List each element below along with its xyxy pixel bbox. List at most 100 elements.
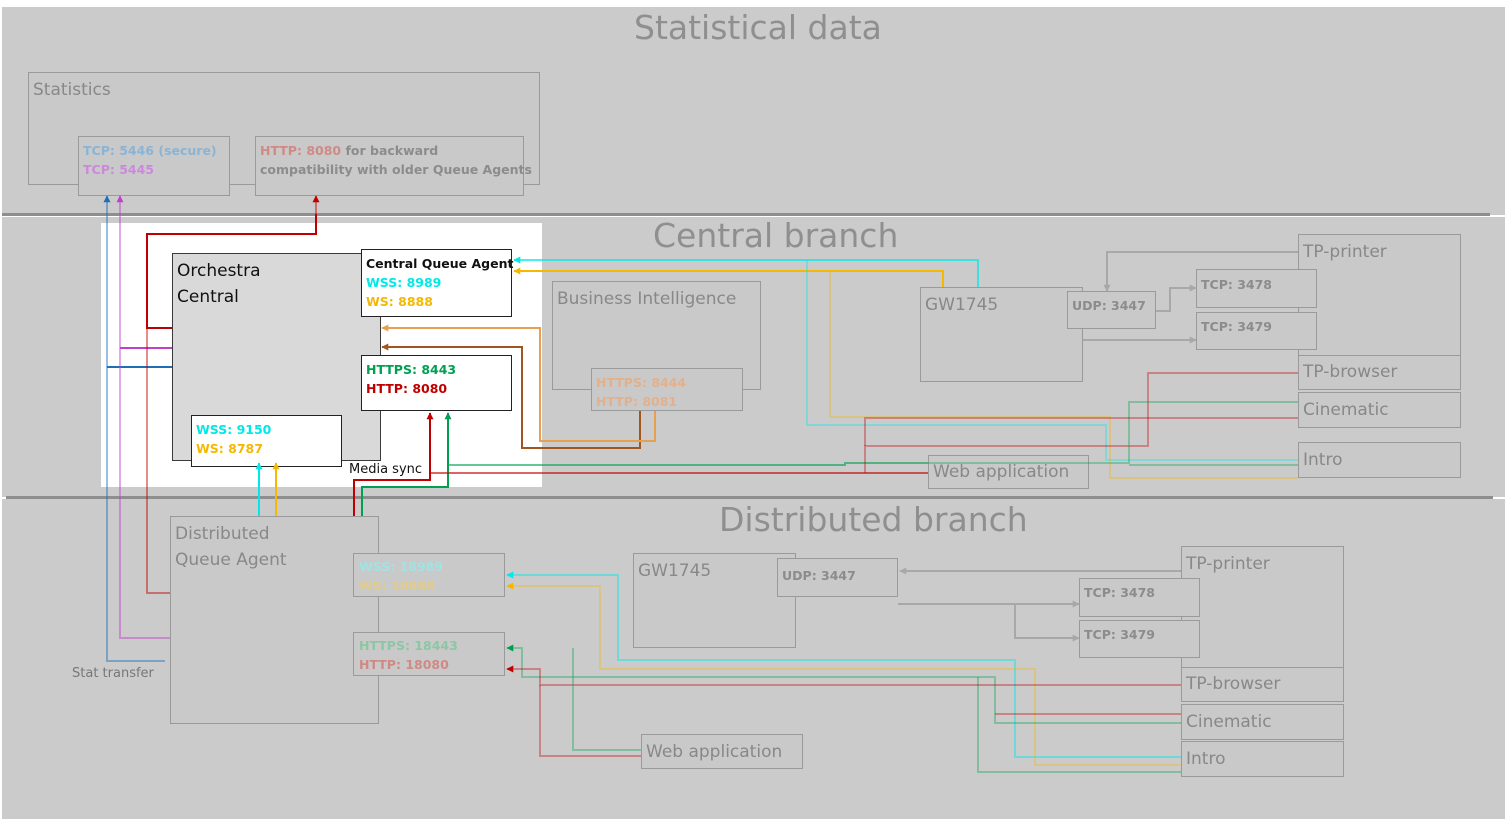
central-tp-browser-title: TP-browser bbox=[1303, 362, 1398, 382]
business-intelligence-title: Business Intelligence bbox=[557, 289, 737, 309]
distributed-tcp-3478-box bbox=[1079, 578, 1200, 617]
grey-dist-tcp-3479-connection bbox=[1014, 604, 1080, 642]
green-dqa-https-connection bbox=[506, 644, 1181, 724]
distributed-https-port: HTTPS: 18443 bbox=[359, 638, 458, 653]
green-cinematic-connection bbox=[928, 401, 1298, 464]
distributed-gw1745-title: GW1745 bbox=[638, 561, 712, 581]
central-queue-agent-title: Central Queue Agent bbox=[366, 256, 514, 271]
central-ws-port: WS: 8787 bbox=[196, 441, 263, 456]
red-tp-browser-connection bbox=[864, 372, 1298, 473]
business-intelligence-port-box bbox=[591, 368, 743, 411]
orange-bi-connection bbox=[381, 324, 656, 442]
distributed-queue-agent-title-line-1: Distributed bbox=[175, 524, 270, 544]
distributed-wss-port-box bbox=[353, 553, 505, 597]
central-cinematic-box bbox=[1298, 392, 1461, 428]
distributed-zone-title: Distributed branch bbox=[719, 500, 1028, 539]
green-media-sync-connection bbox=[361, 412, 452, 516]
central-zone-title: Central branch bbox=[653, 216, 899, 255]
distributed-udp-port: UDP: 3447 bbox=[782, 568, 856, 583]
distributed-tp-browser-title: TP-browser bbox=[1186, 674, 1281, 694]
distributed-cinematic-title: Cinematic bbox=[1186, 712, 1272, 732]
central-tp-printer-title: TP-printer bbox=[1303, 242, 1387, 262]
gold-dqa-ws-connection bbox=[506, 582, 1181, 766]
distributed-web-application-title: Web application bbox=[646, 742, 783, 762]
statistics-http-port: HTTP: 8080 bbox=[260, 143, 342, 158]
distributed-https-port-box bbox=[353, 632, 505, 676]
central-wss-port-box bbox=[191, 415, 342, 467]
central-gw1745-box bbox=[920, 287, 1083, 382]
central-tcp-3478-port: TCP: 3478 bbox=[1201, 277, 1273, 292]
orchestra-central-title: Orchestra Central bbox=[177, 258, 261, 310]
grey-udp-connection bbox=[1103, 251, 1298, 292]
green-webapp-connection bbox=[448, 462, 928, 466]
media-sync-label: Media sync bbox=[349, 462, 423, 477]
central-queue-agent-box bbox=[361, 249, 512, 317]
distributed-udp-port-box bbox=[777, 558, 898, 597]
red-dqa-http-connection bbox=[506, 665, 1181, 686]
zone-divider bbox=[6, 496, 1493, 499]
distributed-intro-box bbox=[1181, 741, 1344, 777]
central-gw1745-title: GW1745 bbox=[925, 295, 999, 315]
distributed-tcp-3479-port: TCP: 3479 bbox=[1084, 627, 1156, 642]
green-webapp-https-connection bbox=[572, 648, 641, 751]
red-central-stat-connection bbox=[146, 214, 317, 329]
purple-stat-connection bbox=[116, 195, 170, 639]
brown-bi-connection bbox=[381, 343, 641, 449]
distributed-intro-title: Intro bbox=[1186, 749, 1226, 769]
distributed-queue-agent-title: Distributed Queue Agent bbox=[175, 521, 287, 573]
blue-stat-connection bbox=[103, 195, 165, 662]
central-https-port-box bbox=[361, 355, 512, 411]
green-intro-https-connection bbox=[977, 677, 1181, 773]
statistics-title: Statistics bbox=[33, 80, 111, 100]
distributed-web-application-box bbox=[641, 734, 803, 769]
stat-transfer-label: Stat transfer bbox=[72, 666, 154, 681]
central-cinematic-title: Cinematic bbox=[1303, 400, 1389, 420]
distributed-queue-agent-box bbox=[170, 516, 379, 724]
central-tp-browser-box bbox=[1298, 355, 1461, 390]
central-tcp-3479-port: TCP: 3479 bbox=[1201, 319, 1273, 334]
central-web-application-box bbox=[928, 455, 1089, 489]
statistics-http-note: for backward bbox=[345, 143, 439, 158]
cyan-tp-cqa-connection bbox=[806, 260, 1298, 461]
central-wss-port: WSS: 9150 bbox=[196, 422, 272, 437]
central-queue-agent-ws-port: WS: 8888 bbox=[366, 294, 433, 309]
orchestra-central-title-line-2: Central bbox=[177, 287, 239, 307]
distributed-gw1745-box bbox=[633, 553, 796, 648]
central-http-port: HTTP: 8080 bbox=[366, 381, 448, 396]
distributed-wss-port: WSS: 18989 bbox=[359, 559, 444, 574]
distributed-tp-printer-box bbox=[1181, 546, 1344, 668]
distributed-tcp-3479-box bbox=[1079, 620, 1200, 658]
red-stat-connection bbox=[146, 195, 320, 594]
central-queue-agent-wss-port: WSS: 8989 bbox=[366, 275, 442, 290]
cyan-cqa-connection bbox=[513, 256, 979, 287]
zone-divider bbox=[2, 213, 1490, 216]
statistics-tcp-port-box bbox=[78, 136, 230, 196]
statistics-http-note-2: compatibility with older Queue Agents bbox=[260, 162, 532, 177]
distributed-tp-printer-title: TP-printer bbox=[1186, 554, 1270, 574]
statistics-tcp-port: TCP: 5445 bbox=[83, 162, 155, 177]
red-media-sync-connection bbox=[353, 412, 434, 516]
gold-cqa-connection bbox=[513, 267, 944, 287]
grey-tcp-3478-connection bbox=[1156, 284, 1197, 312]
distributed-http-port: HTTP: 18080 bbox=[359, 657, 449, 672]
statistical-zone-title: Statistical data bbox=[634, 8, 882, 47]
gold-tp-cqa-connection bbox=[829, 271, 1298, 479]
distributed-ws-port: WS: 18888 bbox=[359, 578, 435, 593]
central-intro-box bbox=[1298, 442, 1461, 478]
distributed-queue-agent-title-line-2: Queue Agent bbox=[175, 550, 287, 570]
central-udp-port-box bbox=[1067, 291, 1156, 329]
cyan-dqa-ws-connection bbox=[506, 571, 1181, 758]
business-intelligence-http-port: HTTP: 8081 bbox=[596, 394, 678, 409]
distributed-cinematic-box bbox=[1181, 704, 1344, 740]
central-tp-printer-box bbox=[1298, 234, 1461, 358]
statistics-http-port-box bbox=[255, 136, 524, 196]
distributed-tp-browser-box bbox=[1181, 667, 1344, 702]
central-https-port: HTTPS: 8443 bbox=[366, 362, 457, 377]
central-tcp-3478-box bbox=[1196, 269, 1317, 308]
central-udp-port: UDP: 3447 bbox=[1072, 298, 1146, 313]
central-intro-title: Intro bbox=[1303, 450, 1343, 470]
orchestra-central-title-line-1: Orchestra bbox=[177, 261, 261, 281]
statistics-http-port-line: HTTP: 8080 for backward bbox=[260, 141, 438, 160]
